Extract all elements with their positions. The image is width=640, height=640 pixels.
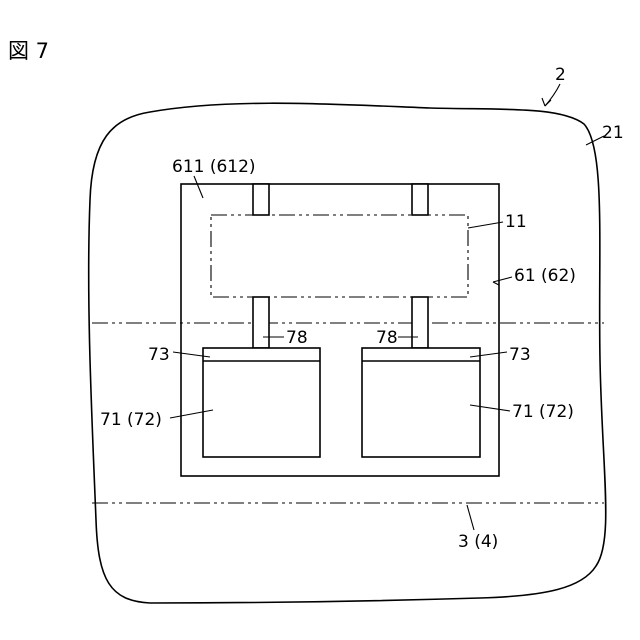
upper-tab-right [412,184,428,215]
label-2: 2 [555,65,566,85]
connector-78-right [412,297,428,348]
element-11-outline [211,215,468,297]
leader-11 [468,222,503,228]
leader-61 [493,277,512,282]
label-21: 21 [602,123,624,143]
block-71-right [362,348,480,457]
label-71-72-left: 71 (72) [100,410,162,430]
label-78-right: 78 [376,328,398,348]
block-71-left [203,348,320,457]
label-73-left: 73 [148,345,170,365]
upper-tab-left [253,184,269,215]
label-611-612: 611 (612) [172,157,256,177]
label-78-left: 78 [286,328,308,348]
figure-title: 図 7 [8,39,49,63]
leader-611 [194,176,203,198]
leader-2 [545,84,560,106]
connector-78-left [253,297,269,348]
label-61-62: 61 (62) [514,266,576,286]
label-11: 11 [505,212,527,232]
leader-3-4 [467,505,474,530]
leader-2-arrow [542,98,551,106]
label-73-right: 73 [509,345,531,365]
label-3-4: 3 (4) [458,532,498,552]
label-71-72-right: 71 (72) [512,402,574,422]
leader-61b [493,282,499,285]
